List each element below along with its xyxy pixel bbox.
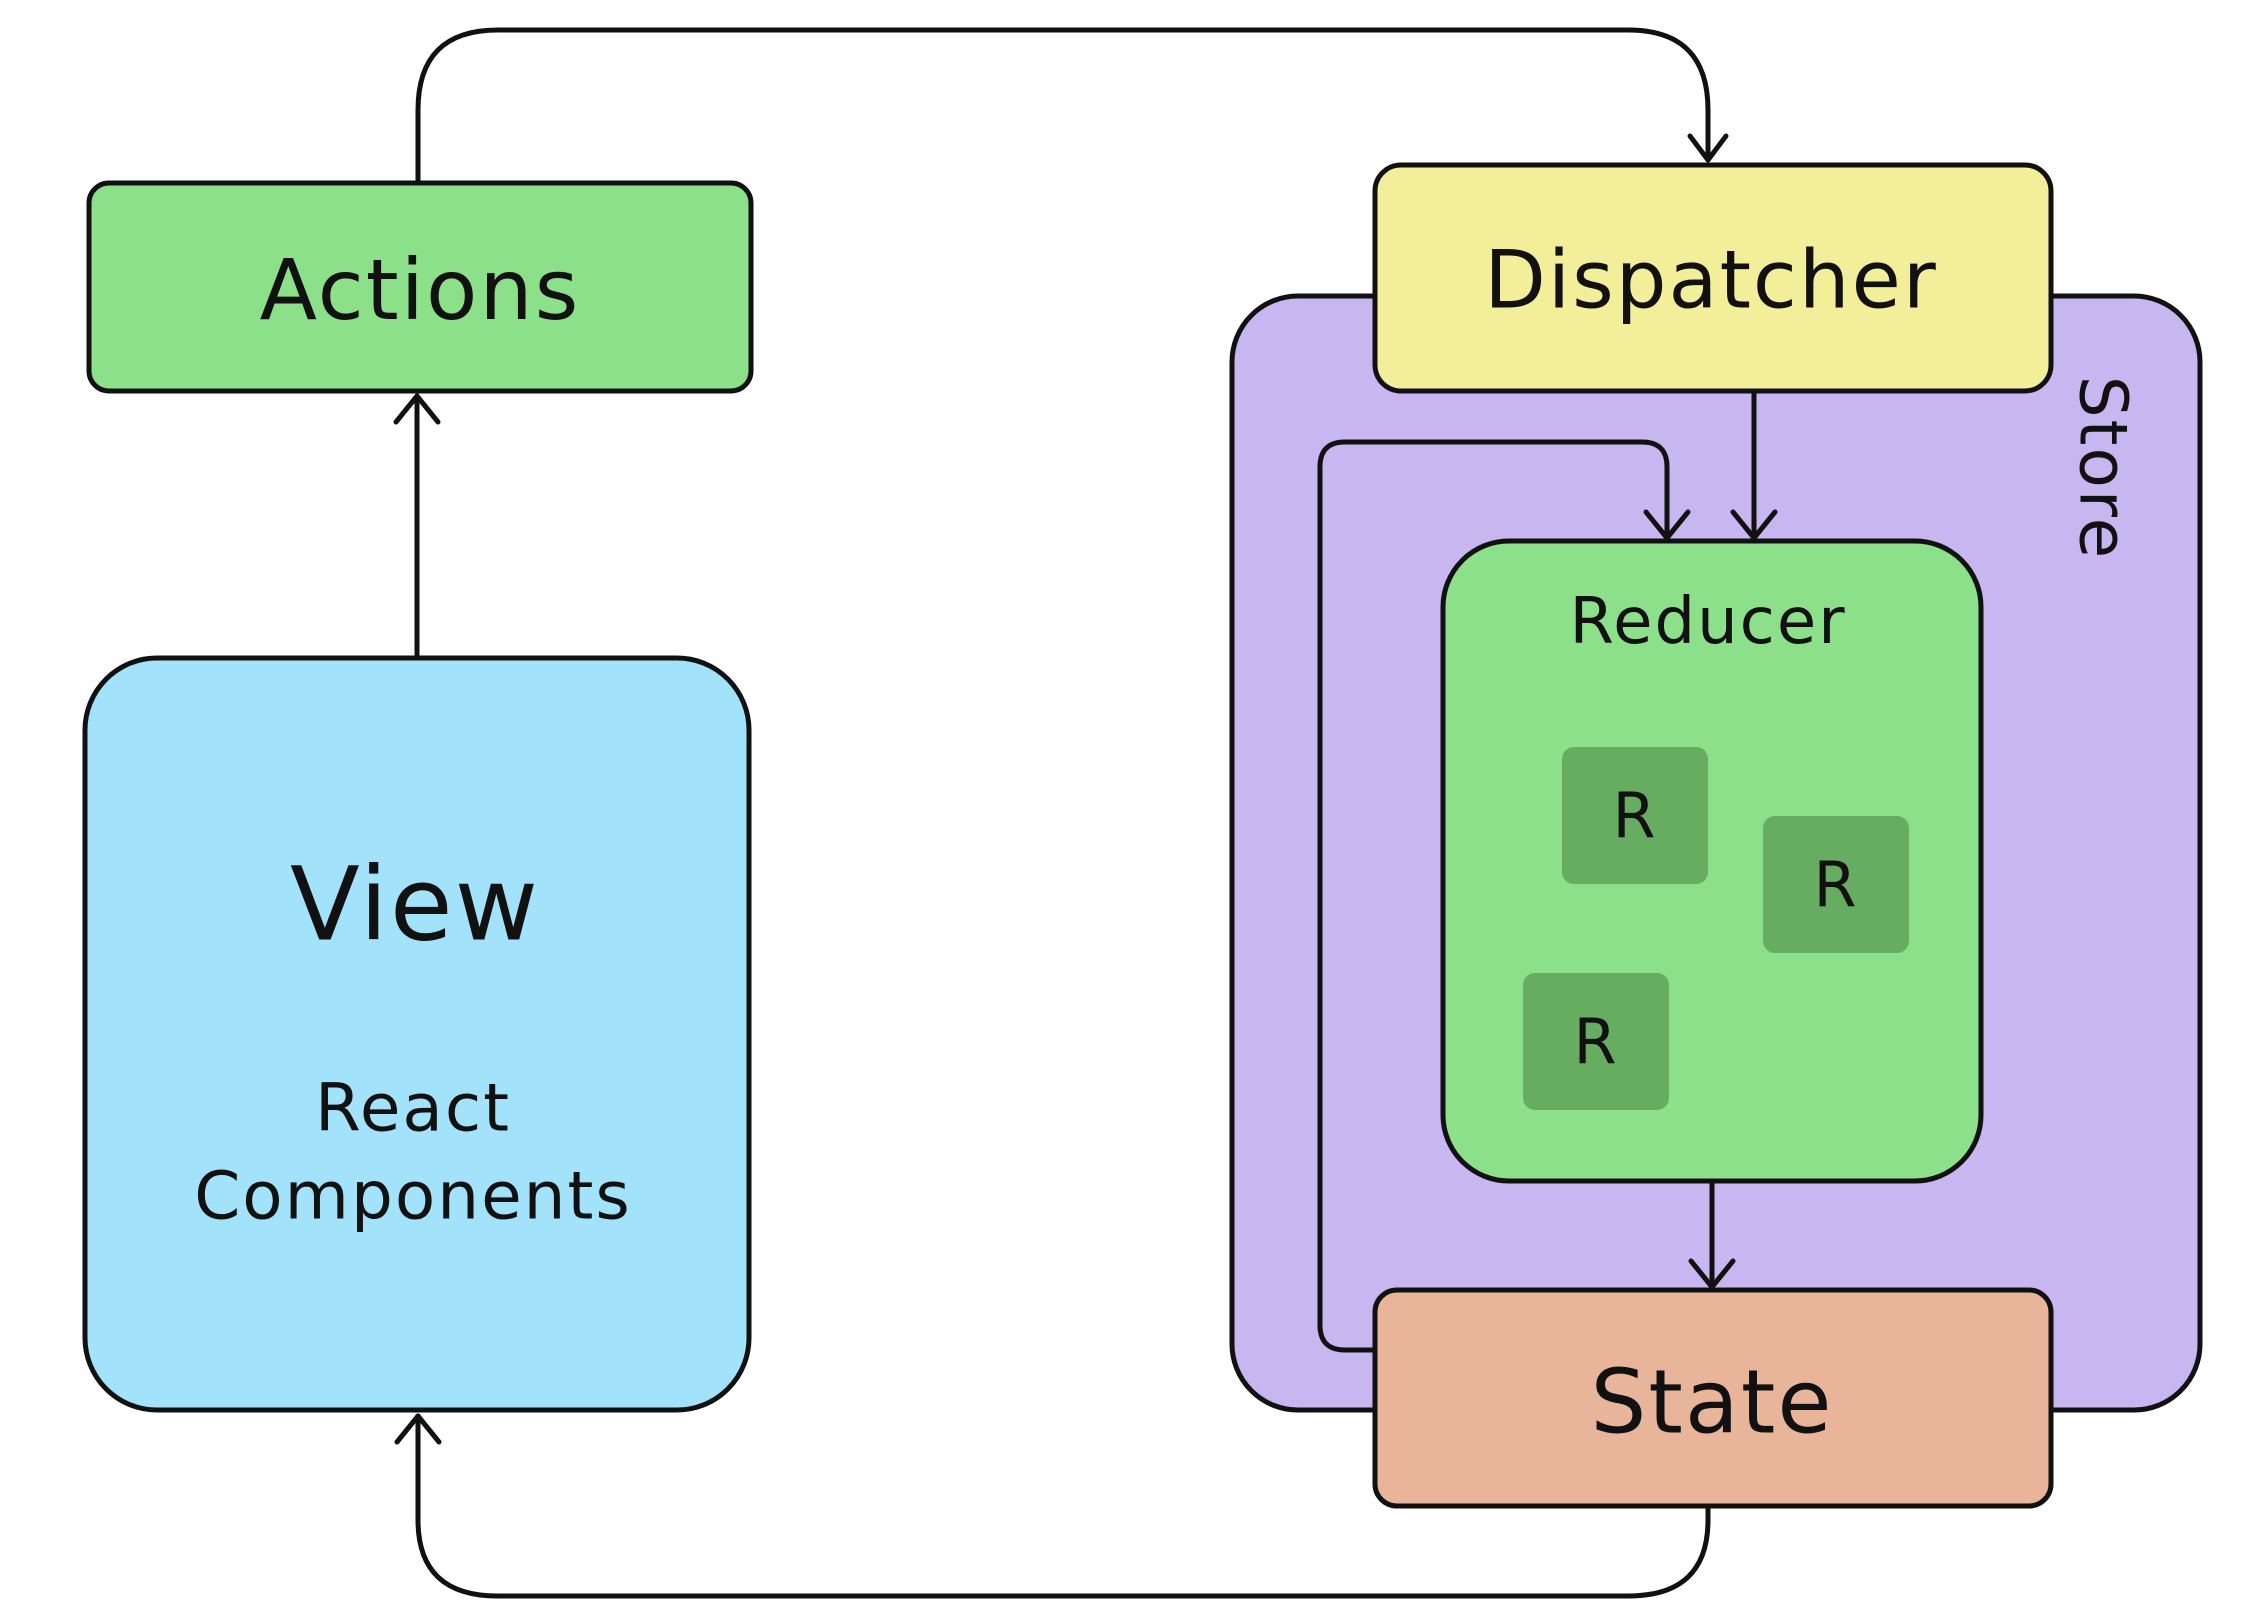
arrowhead: [393, 393, 441, 425]
view-subtitle-line2: Components: [194, 1158, 632, 1235]
view-subtitle-line1: React: [315, 1070, 511, 1147]
state-label: State: [1591, 1351, 1834, 1454]
arrow-state-to-reducer: [1317, 439, 1670, 1353]
sub-reducer-tile: [1562, 747, 1708, 884]
view-box: [82, 655, 752, 1413]
sub-reducer-label: R: [1813, 849, 1858, 922]
view-title: View: [290, 846, 540, 965]
store-label: Store: [2065, 376, 2142, 560]
sub-reducer-tile: [1763, 816, 1909, 953]
arrow-state-to-view: [415, 1413, 1711, 1599]
dispatcher-box: [1372, 162, 2054, 394]
sub-reducer-tile: [1523, 973, 1669, 1110]
arrowhead: [1688, 1258, 1736, 1290]
state-box: [1372, 1287, 2054, 1509]
arrowhead: [1730, 509, 1778, 541]
arrowhead: [394, 1413, 442, 1445]
arrowhead: [1687, 133, 1729, 163]
dispatcher-label: Dispatcher: [1484, 234, 1937, 327]
arrowhead: [1643, 509, 1691, 541]
sub-reducer-label: R: [1612, 780, 1657, 853]
actions-label: Actions: [260, 241, 581, 339]
sub-reducer-label: R: [1573, 1006, 1618, 1079]
arrow-actions-to-dispatcher: [415, 27, 1711, 186]
reducer-label: Reducer: [1569, 585, 1846, 659]
